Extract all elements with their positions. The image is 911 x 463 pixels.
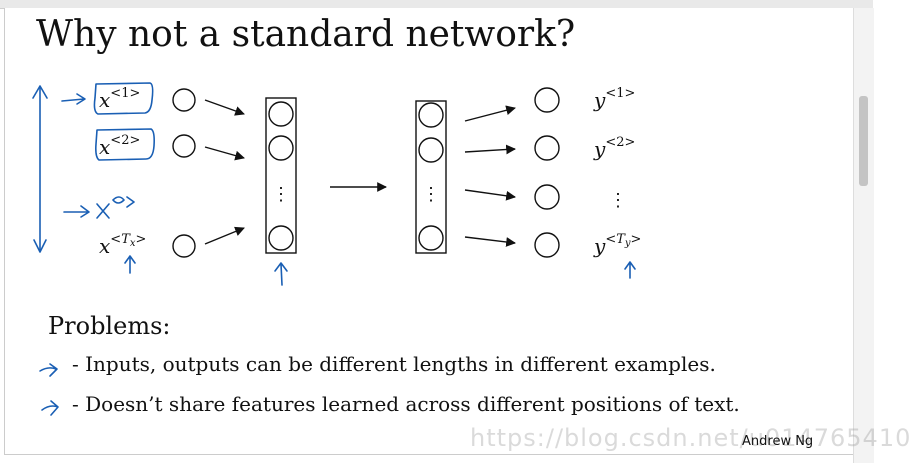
- problem-item-1: - Inputs, outputs can be different lengt…: [72, 352, 716, 376]
- input-node-tx: [172, 234, 196, 258]
- handwritten-annotations: [32, 82, 636, 416]
- input-label-tx: x<Tx>: [99, 232, 146, 258]
- svg-text:⋮: ⋮: [272, 184, 290, 205]
- ink-bullet-arrow-2: [41, 400, 59, 416]
- edge-in-1: [204, 99, 245, 116]
- ink-uparrow-layer: [274, 262, 288, 286]
- hidden-layer-1: ⋮: [265, 97, 297, 254]
- input-node-1: [172, 88, 196, 112]
- svg-text:x<Tx>: x<Tx>: [99, 232, 146, 258]
- svg-text:⋮: ⋮: [422, 184, 440, 205]
- ink-uparrow-output: [624, 261, 636, 279]
- output-ellipsis: ⋮: [609, 190, 627, 211]
- edge-out-ty: [464, 236, 516, 247]
- input-label-1: x<1>: [99, 86, 140, 112]
- ink-box-1: [93, 82, 154, 115]
- problems-heading: Problems:: [48, 312, 171, 340]
- input-node-2: [172, 134, 196, 158]
- edge-out-1: [464, 105, 516, 122]
- ink-arrow-3: [63, 205, 90, 218]
- output-label-1: y<1>: [593, 86, 635, 112]
- ink-x-mark: [96, 203, 110, 219]
- ink-arrow-1: [61, 93, 86, 105]
- edge-in-tx: [204, 226, 245, 245]
- output-node-3: [534, 184, 560, 210]
- edge-out-2: [464, 144, 516, 155]
- svg-text:x<1>: x<1>: [99, 86, 140, 112]
- edge-in-2: [204, 146, 245, 161]
- output-node-ty: [534, 232, 560, 258]
- output-node-1: [534, 87, 560, 113]
- svg-text:y<1>: y<1>: [593, 86, 635, 112]
- edge-out-3: [464, 189, 516, 201]
- ink-uparrow-input: [124, 255, 136, 274]
- ink-box-2: [95, 128, 155, 161]
- svg-text:x<2>: x<2>: [99, 133, 140, 159]
- output-label-2: y<2>: [593, 135, 635, 161]
- watermark: https://blog.csdn.net/u014765410: [470, 424, 911, 452]
- ink-superscript-mark: [112, 196, 135, 208]
- problem-item-2: - Doesn’t share features learned across …: [72, 392, 740, 416]
- network-diagram: x<1> x<2> x<Tx> ⋮ ⋮ y<1>: [32, 82, 641, 416]
- vertical-scrollbar[interactable]: [853, 8, 874, 463]
- input-label-2: x<2>: [99, 133, 140, 159]
- scrollbar-thumb[interactable]: [859, 96, 868, 186]
- hidden-layer-2: ⋮: [415, 100, 447, 254]
- output-label-ty: y<Ty>: [593, 232, 641, 258]
- svg-text:y<Ty>: y<Ty>: [593, 232, 641, 258]
- ink-bullet-arrow-1: [39, 363, 58, 377]
- output-node-2: [534, 135, 560, 161]
- slide-title: Why not a standard network?: [36, 14, 576, 55]
- author-credit: Andrew Ng: [742, 434, 814, 449]
- svg-text:y<2>: y<2>: [593, 135, 635, 161]
